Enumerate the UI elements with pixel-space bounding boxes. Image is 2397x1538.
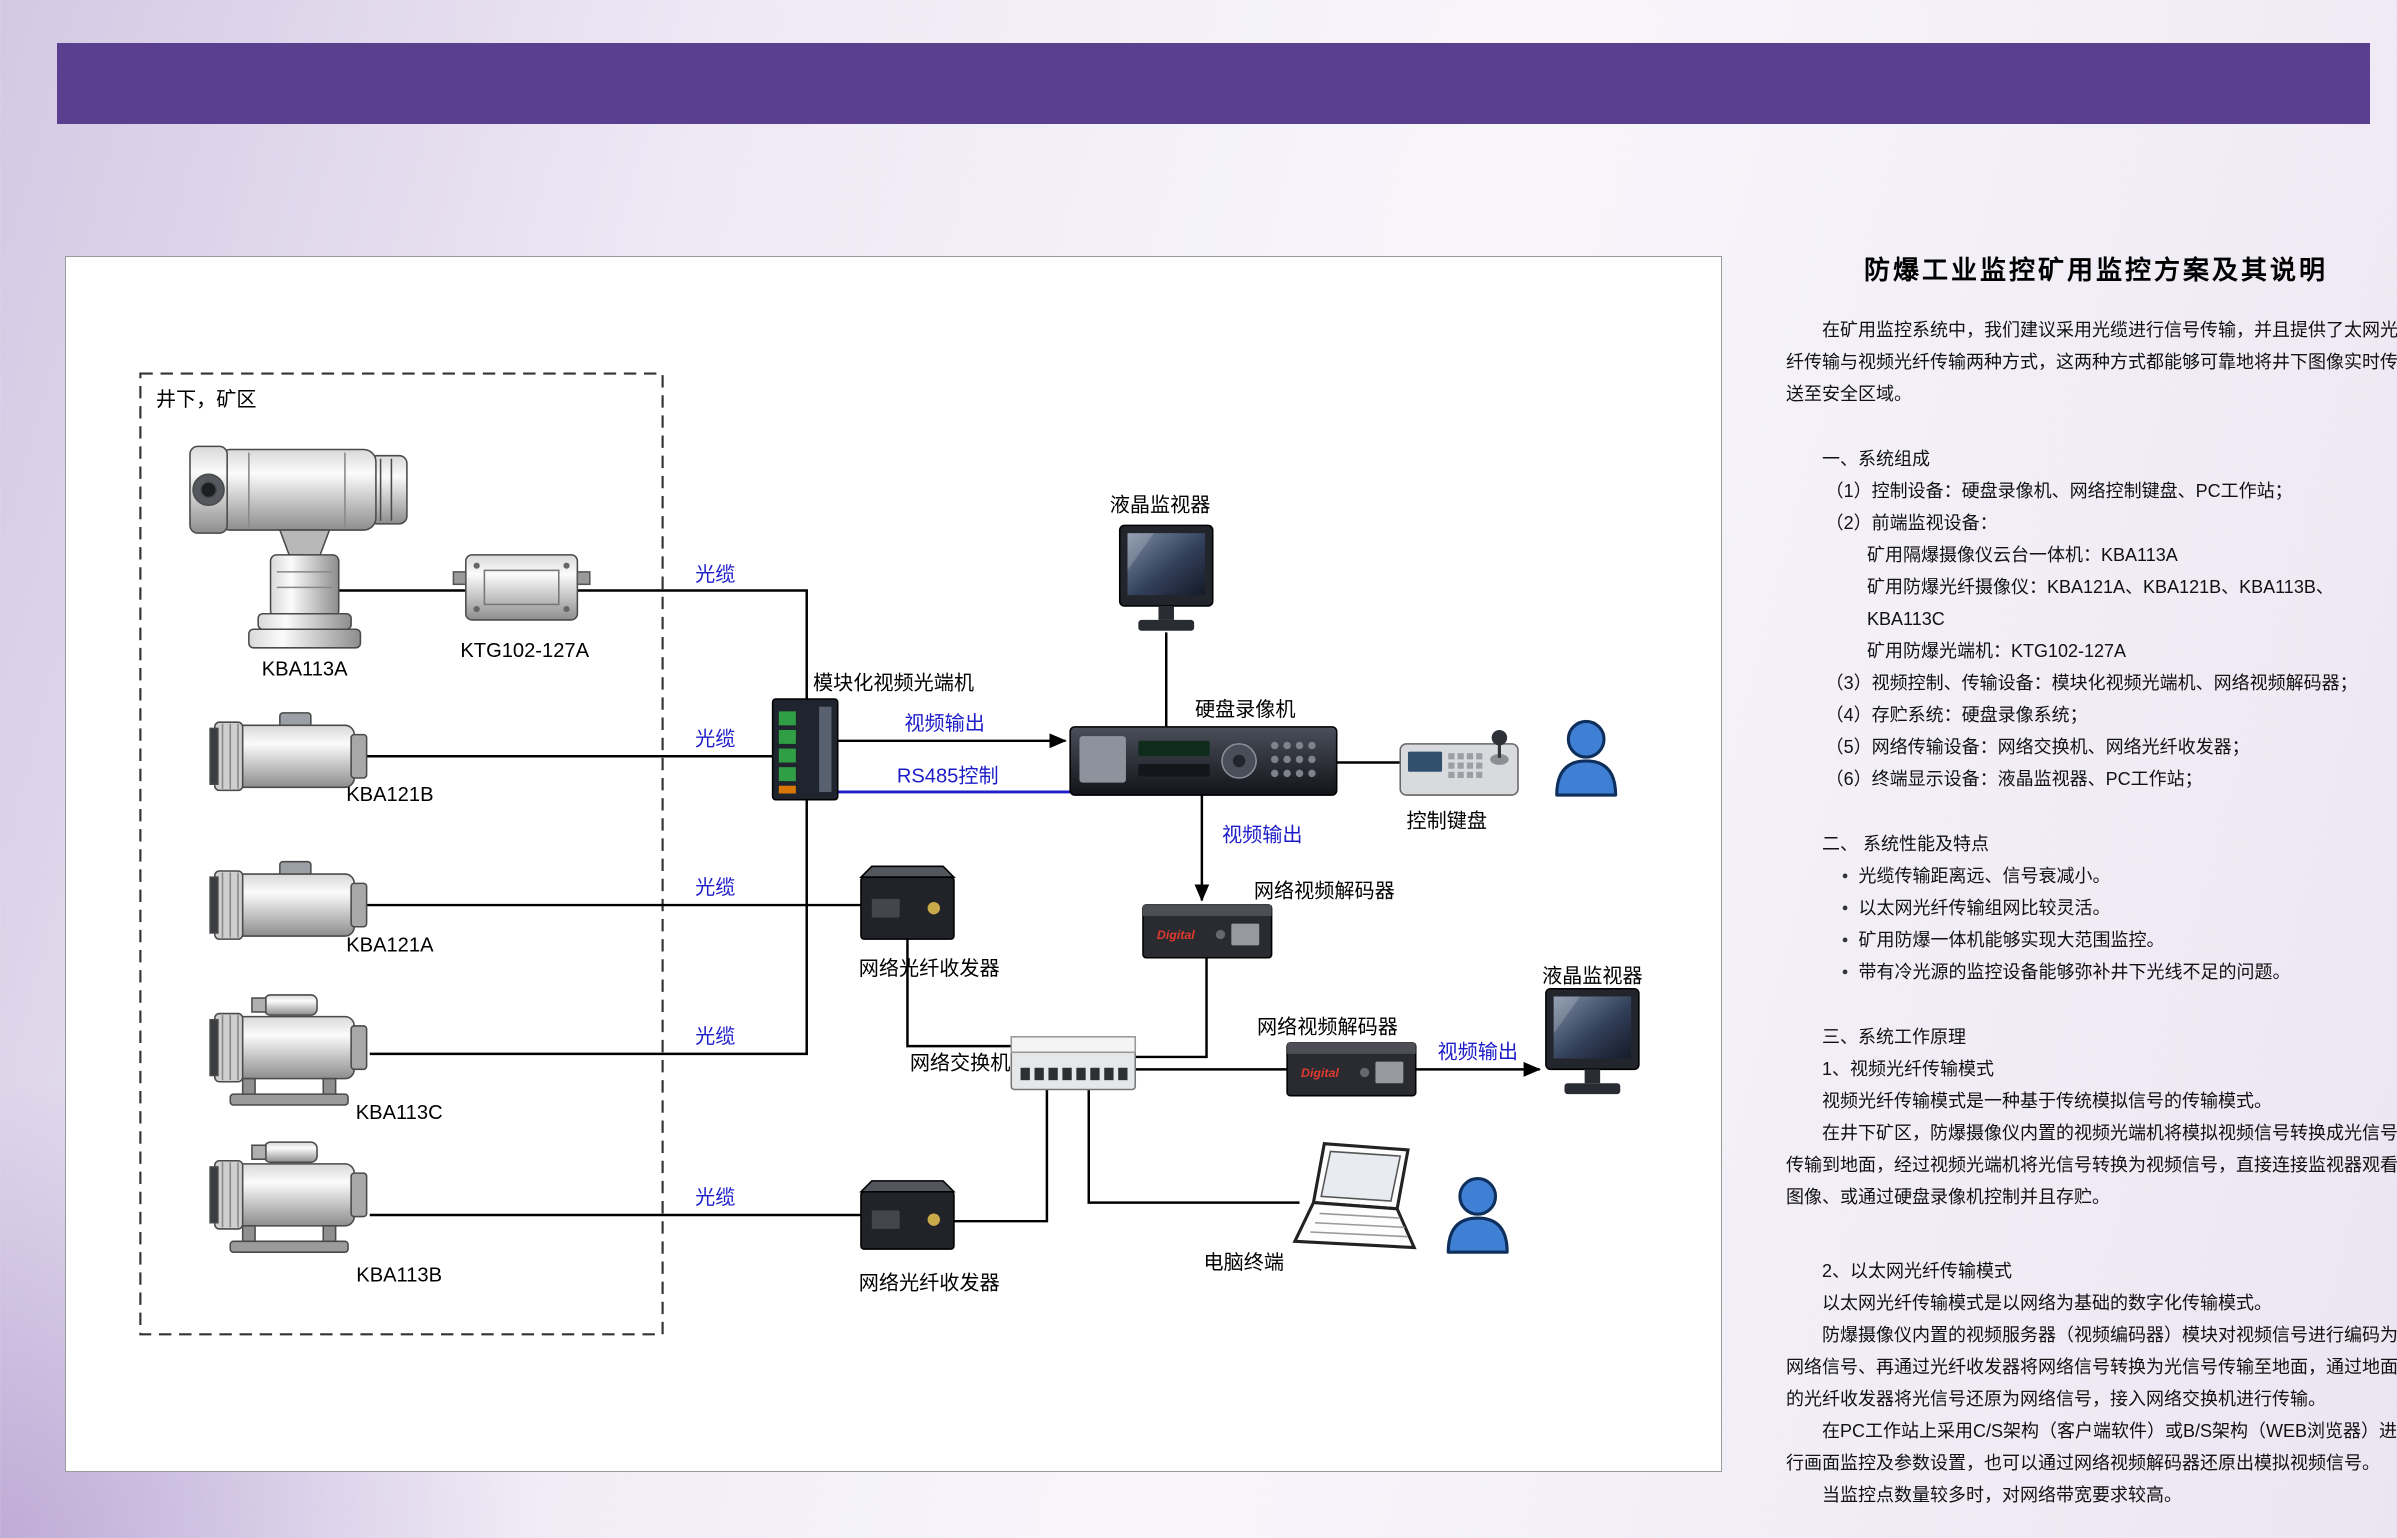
section-1-item-1: （1）控制设备：硬盘录像机、网络控制键盘、PC工作站； bbox=[1825, 481, 2293, 501]
zone-label: 井下，矿区 bbox=[156, 388, 257, 411]
label-kba113a: KBA113A bbox=[262, 659, 348, 681]
video-out-label-2: 视频输出 bbox=[1222, 824, 1303, 847]
section-3-sub1-para-2: 在井下矿区，防爆摄像仪内置的视频光端机将模拟视频信号转换成光信号传输到地面，经过… bbox=[1786, 1123, 2397, 1207]
video-out-label-1: 视频输出 bbox=[904, 712, 985, 735]
line-decoder1-switch bbox=[1135, 957, 1208, 1059]
feature-item-3: ● 矿用防爆一体机能够实现大范围监控。 bbox=[1842, 924, 2397, 956]
system-diagram: 井下，矿区 KBA113A bbox=[139, 372, 1643, 1336]
device-lcd-monitor-1 bbox=[1118, 524, 1214, 631]
feature-text-2: 以太网光纤传输组网比较灵活。 bbox=[1858, 898, 2111, 918]
bullet-icon: ● bbox=[1841, 966, 1849, 978]
feature-text-3: 矿用防爆一体机能够实现大范围监控。 bbox=[1858, 930, 2165, 950]
section-1-item-4: （4）存贮系统：硬盘录像系统； bbox=[1825, 705, 2088, 725]
label-pc-terminal: 电脑终端 bbox=[1203, 1251, 1284, 1274]
device-kba121b bbox=[209, 712, 368, 792]
label-lcd-monitor-1: 液晶监视器 bbox=[1110, 493, 1211, 516]
section-1-item-2: （2）前端监视设备： bbox=[1825, 513, 1998, 533]
device-kba113a bbox=[189, 445, 408, 649]
label-keyboard: 控制键盘 bbox=[1406, 810, 1487, 833]
bullet-icon: ● bbox=[1841, 902, 1849, 914]
device-keyboard bbox=[1399, 729, 1519, 796]
line-transceiver2-switch bbox=[953, 1089, 1049, 1223]
section-3-sub2-para-1: 以太网光纤传输模式是以网络为基础的数字化传输模式。 bbox=[1822, 1293, 2272, 1313]
device-kba121a bbox=[209, 860, 368, 940]
label-fiber-transceiver-2: 网络光纤收发器 bbox=[859, 1271, 1000, 1294]
connection-lines bbox=[335, 589, 1541, 1223]
feature-text-1: 光缆传输距离远、信号衰减小。 bbox=[1858, 866, 2111, 886]
section-3-sub2-heading: 2、以太网光纤传输模式 bbox=[1822, 1261, 2013, 1281]
cable-line-kba113c bbox=[369, 799, 808, 1056]
doc-intro: 在矿用监控系统中，我们建议采用光缆进行信号传输，并且提供了太网光纤传输与视频光纤… bbox=[1786, 320, 2397, 404]
person-icon-1 bbox=[1555, 719, 1618, 797]
line-transceiver1-switch bbox=[906, 939, 1012, 1048]
feature-item-2: ● 以太网光纤传输组网比较灵活。 bbox=[1842, 892, 2397, 924]
cable-label-2: 光缆 bbox=[695, 727, 735, 750]
device-net-decoder-1: Digital bbox=[1142, 904, 1273, 959]
device-net-decoder-2: Digital bbox=[1286, 1042, 1417, 1097]
label-ktg102: KTG102-127A bbox=[460, 640, 589, 662]
device-modular-vots bbox=[771, 698, 839, 801]
section-1-heading: 一、系统组成 bbox=[1822, 449, 1930, 469]
underground-zone-boundary bbox=[139, 372, 664, 1336]
section-1-subitem-2: 矿用防爆光纤摄像仪：KBA121A、KBA121B、KBA113B、KBA113… bbox=[1867, 577, 2334, 629]
bullet-icon: ● bbox=[1841, 870, 1849, 882]
label-net-decoder-2: 网络视频解码器 bbox=[1257, 1016, 1398, 1039]
device-dvr bbox=[1069, 726, 1338, 796]
label-modular-vots: 模块化视频光端机 bbox=[813, 672, 974, 695]
label-kba121a: KBA121A bbox=[346, 935, 434, 957]
device-fiber-transceiver-2 bbox=[859, 1180, 956, 1250]
cable-label-5: 光缆 bbox=[695, 1186, 735, 1209]
device-kba113b bbox=[209, 1141, 368, 1253]
cable-label-3: 光缆 bbox=[695, 876, 735, 899]
section-3-sub2-para-2: 防爆摄像仪内置的视频服务器（视频编码器）模块对视频信号进行编码为网络信号、再通过… bbox=[1786, 1325, 2397, 1409]
line-switch-laptop bbox=[1087, 1089, 1300, 1204]
section-3-heading: 三、系统工作原理 bbox=[1822, 1027, 1966, 1047]
section-3-sub2-para-3: 在PC工作站上采用C/S架构（客户端软件）或B/S架构（WEB浏览器）进行画面监… bbox=[1786, 1421, 2397, 1473]
label-net-switch: 网络交换机 bbox=[910, 1051, 1011, 1074]
doc-title: 防爆工业监控矿用监控方案及其说明 bbox=[1863, 255, 2328, 285]
device-ktg102 bbox=[452, 554, 591, 621]
label-dvr: 硬盘录像机 bbox=[1195, 698, 1296, 721]
person-icon-2 bbox=[1446, 1177, 1509, 1254]
feature-item-4: ● 带有冷光源的监控设备能够弥补井下光线不足的问题。 bbox=[1842, 956, 2397, 988]
decoder2-brand: Digital bbox=[1301, 1066, 1339, 1080]
section-2-heading: 二、 系统性能及特点 bbox=[1822, 834, 1990, 854]
header-bar bbox=[57, 43, 2370, 124]
section-1-subitem-1: 矿用隔爆摄像仪云台一体机：KBA113A bbox=[1867, 545, 2178, 565]
device-laptop bbox=[1292, 1142, 1417, 1250]
label-lcd-monitor-2: 液晶监视器 bbox=[1542, 965, 1643, 988]
section-1-item-6: （6）终端显示设备：液晶监视器、PC工作站； bbox=[1825, 769, 2203, 789]
section-1-item-3: （3）视频控制、传输设备：模块化视频光端机、网络视频解码器； bbox=[1825, 673, 2358, 693]
cable-label-4: 光缆 bbox=[695, 1025, 735, 1048]
section-3-sub1-heading: 1、视频光纤传输模式 bbox=[1822, 1059, 1995, 1079]
feature-item-1: ● 光缆传输距离远、信号衰减小。 bbox=[1842, 860, 2397, 892]
label-fiber-transceiver-1: 网络光纤收发器 bbox=[859, 957, 1000, 980]
bullet-icon: ● bbox=[1841, 934, 1849, 946]
section-1-item-5: （5）网络传输设备：网络交换机、网络光纤收发器； bbox=[1825, 737, 2250, 757]
feature-text-4: 带有冷光源的监控设备能够弥补井下光线不足的问题。 bbox=[1858, 962, 2291, 982]
device-lcd-monitor-2 bbox=[1545, 987, 1640, 1095]
video-out-label-3: 视频输出 bbox=[1437, 1040, 1518, 1063]
diagram-panel: 井下，矿区 KBA113A bbox=[65, 256, 1722, 1472]
device-kba113c bbox=[209, 994, 368, 1106]
label-kba121b: KBA121B bbox=[346, 784, 433, 806]
section-1-subitem-3: 矿用防爆光端机：KTG102-127A bbox=[1867, 641, 2127, 661]
rs485-label: RS485控制 bbox=[897, 765, 999, 788]
document-panel: 防爆工业监控矿用监控方案及其说明 在矿用监控系统中，我们建议采用光缆进行信号传输… bbox=[1786, 254, 2397, 1511]
section-3-sub1-para-1: 视频光纤传输模式是一种基于传统模拟信号的传输模式。 bbox=[1822, 1091, 2272, 1111]
cable-label-1: 光缆 bbox=[695, 563, 735, 586]
label-kba113c: KBA113C bbox=[356, 1102, 443, 1124]
section-3-sub2-para-4: 当监控点数量较多时，对网络带宽要求较高。 bbox=[1822, 1485, 2182, 1505]
label-net-decoder-1: 网络视频解码器 bbox=[1254, 879, 1395, 902]
decoder1-brand: Digital bbox=[1157, 928, 1195, 942]
device-fiber-transceiver-1 bbox=[859, 865, 956, 940]
label-kba113b: KBA113B bbox=[356, 1265, 442, 1287]
device-net-switch bbox=[1010, 1036, 1137, 1091]
